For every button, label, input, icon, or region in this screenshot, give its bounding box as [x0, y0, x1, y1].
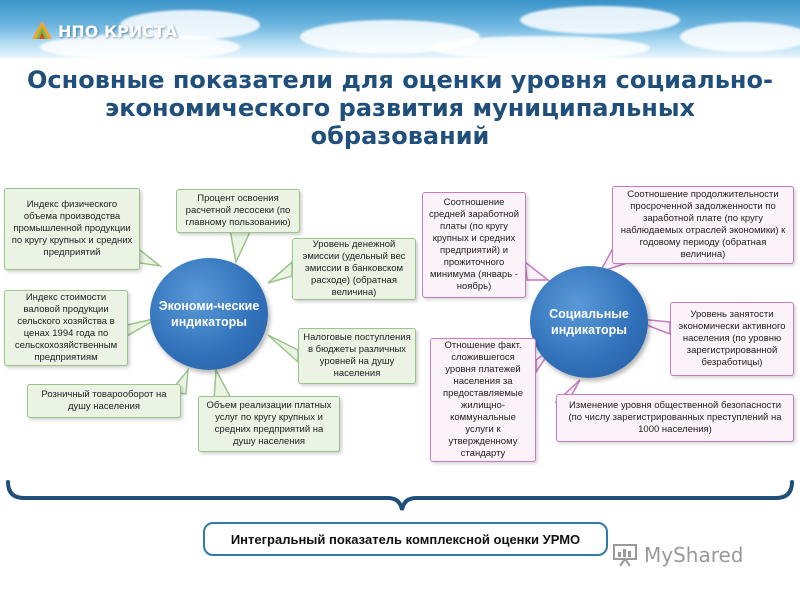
- indicator-text: Индекс стоимости валовой продукции сельс…: [14, 292, 118, 363]
- indicator-text: Соотношение средней заработной платы (по…: [428, 197, 520, 292]
- social-indicators-label: Социальные индикаторы: [549, 307, 629, 337]
- logo-text: НПО КРИСТА: [58, 21, 178, 41]
- social-indicator-employment: Уровень занятости экономически активного…: [670, 302, 794, 376]
- indicator-text: Отношение факт. сложившегося уровня плат…: [442, 340, 524, 459]
- economic-indicators-circle: Экономи-ческие индикаторы: [150, 258, 268, 370]
- presentation-board-icon: [613, 544, 637, 567]
- page-title: Основные показатели для оценки уровня со…: [0, 66, 800, 150]
- economic-indicator-forest-harvest: Процент освоения расчетной лесосеки (по …: [176, 189, 300, 233]
- title-line-3: образований: [310, 122, 490, 150]
- economic-indicators-label: Экономи-ческие индикаторы: [158, 299, 260, 329]
- economic-indicator-agriculture: Индекс стоимости валовой продукции сельс…: [4, 290, 128, 366]
- indicator-text: Уровень денежной эмиссии (удельный вес э…: [302, 239, 406, 298]
- title-line-1: Основные показатели для оценки уровня со…: [27, 66, 773, 94]
- indicator-text: Процент освоения расчетной лесосеки (по …: [185, 193, 291, 228]
- economic-indicator-money-emission: Уровень денежной эмиссии (удельный вес э…: [292, 238, 416, 300]
- integral-indicator-box: Интегральный показатель комплексной оцен…: [203, 522, 608, 556]
- indicator-text: Налоговые поступления в бюджеты различны…: [303, 332, 411, 379]
- social-indicator-wage-ratio: Соотношение средней заработной платы (по…: [422, 192, 526, 298]
- indicator-text: Соотношение продолжительности просроченн…: [620, 189, 786, 260]
- integral-indicator-label: Интегральный показатель комплексной оцен…: [230, 531, 581, 547]
- indicator-text: Уровень занятости экономически активного…: [678, 309, 786, 368]
- economic-indicator-industrial-production: Индекс физического объема производства п…: [4, 188, 140, 270]
- watermark-text: MyShared: [644, 543, 744, 567]
- header-banner: НПО КРИСТА: [0, 0, 800, 58]
- social-indicator-public-safety: Изменение уровня общественной безопаснос…: [556, 394, 794, 442]
- economic-indicator-tax-revenue: Налоговые поступления в бюджеты различны…: [298, 328, 416, 384]
- indicator-text: Индекс физического объема производства п…: [11, 199, 133, 258]
- indicator-text: Изменение уровня общественной безопаснос…: [568, 400, 782, 435]
- social-indicators-circle: Социальные индикаторы: [530, 266, 648, 378]
- social-indicator-wage-arrears: Соотношение продолжительности просроченн…: [612, 186, 794, 264]
- company-logo: НПО КРИСТА: [30, 18, 177, 44]
- myshared-watermark: MyShared: [612, 538, 744, 572]
- title-line-2: экономического развития муниципальных: [104, 94, 696, 122]
- logo-icon: [32, 21, 52, 39]
- economic-indicator-paid-services: Объем реализации платных услуг по кругу …: [198, 396, 340, 452]
- social-indicator-utility-payments: Отношение факт. сложившегося уровня плат…: [430, 338, 536, 462]
- indicator-text: Объем реализации платных услуг по кругу …: [206, 400, 332, 447]
- indicator-text: Розничный товарооборот на душу населения: [41, 389, 167, 412]
- economic-indicator-retail-turnover: Розничный товарооборот на душу населения: [27, 384, 181, 418]
